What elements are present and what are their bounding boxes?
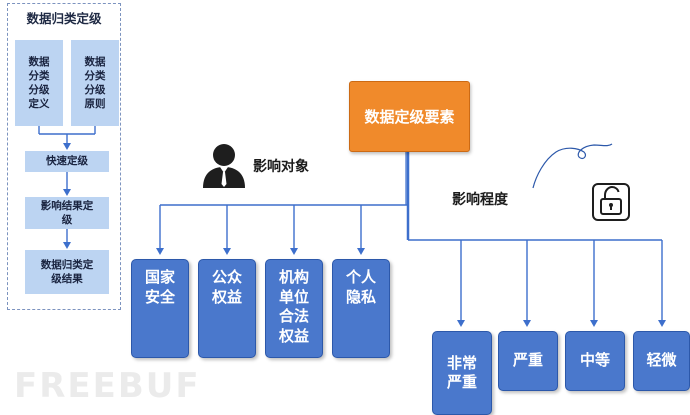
watermark-logo: FREEBUF [14,366,201,406]
impact-result-step: 影响结果定 级 [25,197,109,229]
left-flow-panel [7,3,121,310]
scribble-decoration [532,143,613,189]
degree-minor: 轻微 [633,331,690,391]
quick-rating-step: 快速定级 [25,151,109,172]
principle-box: 数据 分类 分级 原则 [71,40,119,126]
object-public-interest: 公众 权益 [198,259,256,358]
definition-box: 数据 分类 分级 定义 [15,40,63,126]
impact-degree-label: 影响程度 [452,192,508,208]
left-panel-title: 数据归类定级 [26,11,102,26]
final-result-step: 数据归类定 级结果 [25,250,109,294]
object-personal-privacy: 个人 隐私 [332,259,390,358]
rating-elements-box: 数据定级要素 [349,81,470,152]
degree-severe: 严重 [498,331,558,391]
object-national-security: 国家 安全 [131,259,189,358]
impact-object-label: 影响对象 [253,159,309,175]
degree-very-severe: 非常 严重 [432,331,492,415]
degree-medium: 中等 [565,331,625,391]
lock-icon [592,183,630,221]
person-icon [203,144,245,188]
object-institution-rights: 机构 单位 合法 权益 [265,259,323,358]
